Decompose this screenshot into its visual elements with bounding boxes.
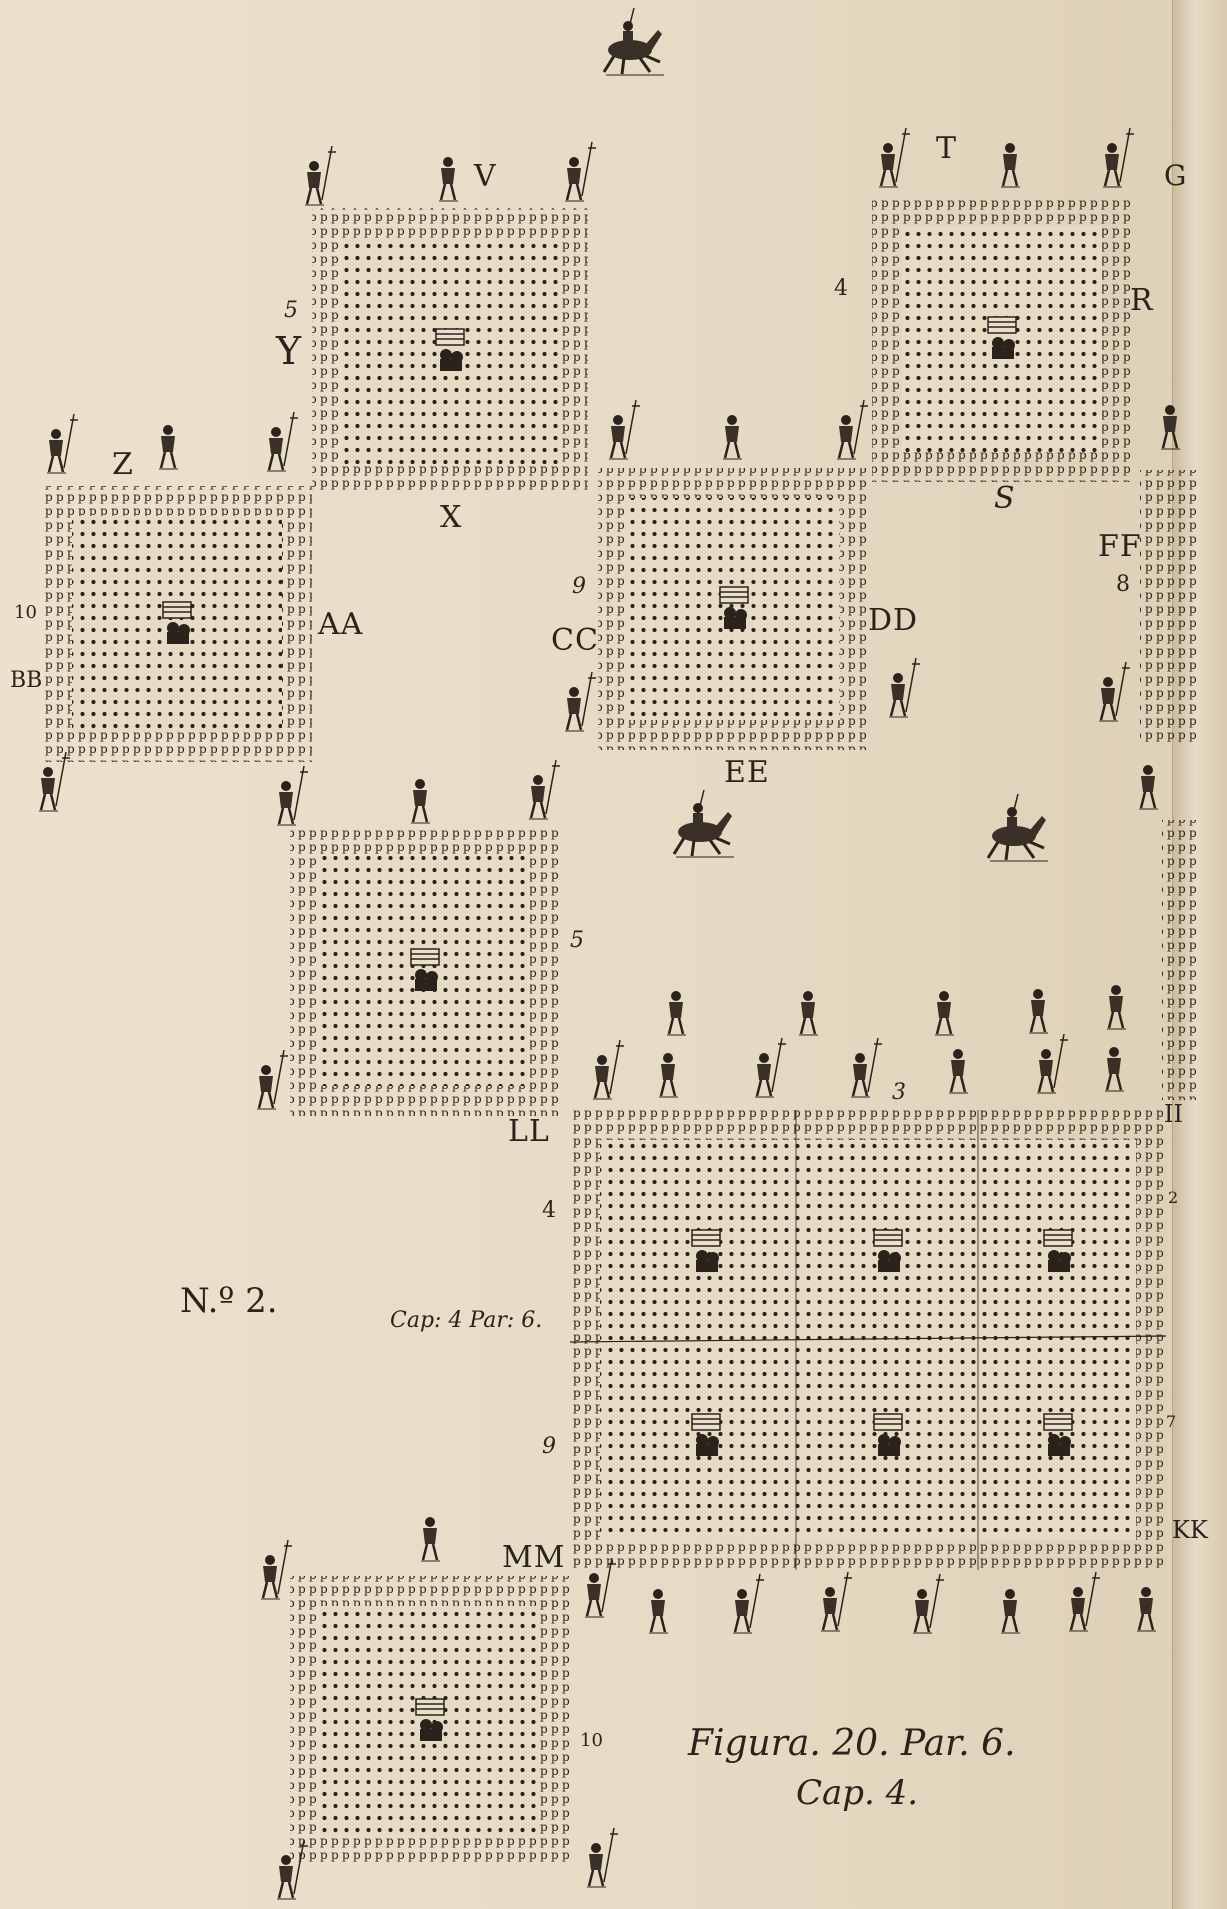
formation-t	[872, 196, 1132, 482]
plate-number: N.º 2.	[180, 1284, 278, 1318]
label-r: R	[1130, 286, 1154, 316]
label-kk: KK	[1172, 1518, 1208, 1542]
numeral-5-mid: 5	[570, 930, 584, 952]
formation-ff	[1140, 470, 1196, 746]
horseman-figure	[604, 8, 664, 75]
soldier-figure	[439, 157, 458, 201]
label-mm: MM	[502, 1543, 565, 1573]
soldier-figure	[1107, 985, 1126, 1029]
label-z: Z	[112, 450, 134, 480]
numeral-4-right: 4	[834, 278, 848, 300]
formation-center-left	[290, 826, 560, 1116]
soldier-figure	[733, 1574, 764, 1633]
caption-line-1: Figura. 20. Par. 6.	[688, 1726, 1016, 1762]
caption-line-2: Cap. 4.	[796, 1776, 918, 1810]
soldier-figure	[1029, 989, 1048, 1033]
numeral-10-bottom: 10	[580, 1732, 603, 1750]
soldier-figure	[1137, 1587, 1156, 1631]
horseman-figure	[674, 790, 734, 857]
label-g: G	[1164, 162, 1186, 190]
soldier-figure	[1069, 1572, 1100, 1631]
cap-reference: Cap: 4 Par: 6.	[390, 1310, 542, 1332]
label-v: V	[474, 162, 497, 192]
soldier-figure	[1099, 662, 1130, 721]
label-aa: AA	[318, 610, 363, 640]
soldier-figure	[659, 1053, 678, 1097]
soldier-figure	[565, 672, 596, 731]
soldier-figure	[565, 142, 596, 201]
label-x: X	[440, 503, 462, 533]
formation-v	[312, 208, 588, 494]
soldier-figure	[257, 1050, 288, 1109]
soldier-figure	[1001, 1589, 1020, 1633]
soldier-figure	[593, 1040, 624, 1099]
soldier-figure	[1001, 143, 1020, 187]
label-ee: EE	[724, 758, 770, 788]
soldier-figure	[609, 400, 640, 459]
label-ll: LL	[508, 1117, 550, 1147]
numeral-3-big: 3	[892, 1082, 906, 1104]
soldier-figure	[799, 991, 818, 1035]
soldier-figure	[913, 1574, 944, 1633]
soldier-figure	[411, 779, 430, 823]
soldier-figure	[723, 415, 742, 459]
numeral-2-side: 2	[1168, 1190, 1178, 1206]
soldier-figure	[159, 425, 178, 469]
soldier-figure	[1037, 1034, 1068, 1093]
numeral-5-top: 5	[284, 300, 298, 322]
soldier-figure	[305, 146, 336, 205]
label-bb: BB	[10, 670, 42, 692]
formation-ii-side	[1162, 820, 1196, 1100]
soldier-figure	[889, 658, 920, 717]
soldier-figure	[1103, 128, 1134, 187]
soldier-figure	[1105, 1047, 1124, 1091]
label-cc: CC	[551, 626, 599, 656]
formation-cc	[598, 468, 870, 750]
label-y: Y	[276, 332, 301, 370]
label-ff: FF	[1098, 532, 1142, 562]
soldier-figure	[1139, 765, 1158, 809]
soldier-figure	[851, 1038, 882, 1097]
soldier-figure	[421, 1517, 440, 1561]
numeral-10-left: 10	[14, 604, 37, 622]
soldier-figure	[935, 991, 954, 1035]
soldier-figure	[879, 128, 910, 187]
soldier-figure	[837, 400, 868, 459]
soldier-figure	[667, 991, 686, 1035]
horseman-figure	[988, 794, 1048, 861]
soldier-figure	[267, 412, 298, 471]
label-dd: DD	[868, 606, 918, 636]
soldier-figure	[277, 766, 308, 825]
formation-large	[570, 1110, 1166, 1570]
soldier-figure	[949, 1049, 968, 1093]
label-s: S	[994, 484, 1016, 514]
label-ii: II	[1164, 1102, 1183, 1126]
soldier-figure	[587, 1828, 618, 1887]
numeral-4-big: 4	[542, 1200, 556, 1222]
formation-z	[42, 486, 312, 762]
formation-mm	[290, 1576, 570, 1866]
numeral-9-big: 9	[542, 1436, 556, 1458]
soldier-figure	[755, 1038, 786, 1097]
soldier-figure	[1161, 405, 1180, 449]
numeral-7-side: 7	[1166, 1414, 1176, 1430]
numeral-9-center: 9	[572, 576, 586, 598]
soldier-figure	[261, 1540, 292, 1599]
soldier-figure	[821, 1572, 852, 1631]
label-t: T	[936, 134, 957, 164]
soldier-figure	[529, 760, 560, 819]
numeral-8-right: 8	[1116, 574, 1130, 596]
soldier-figure	[649, 1589, 668, 1633]
soldier-figure	[47, 414, 78, 473]
